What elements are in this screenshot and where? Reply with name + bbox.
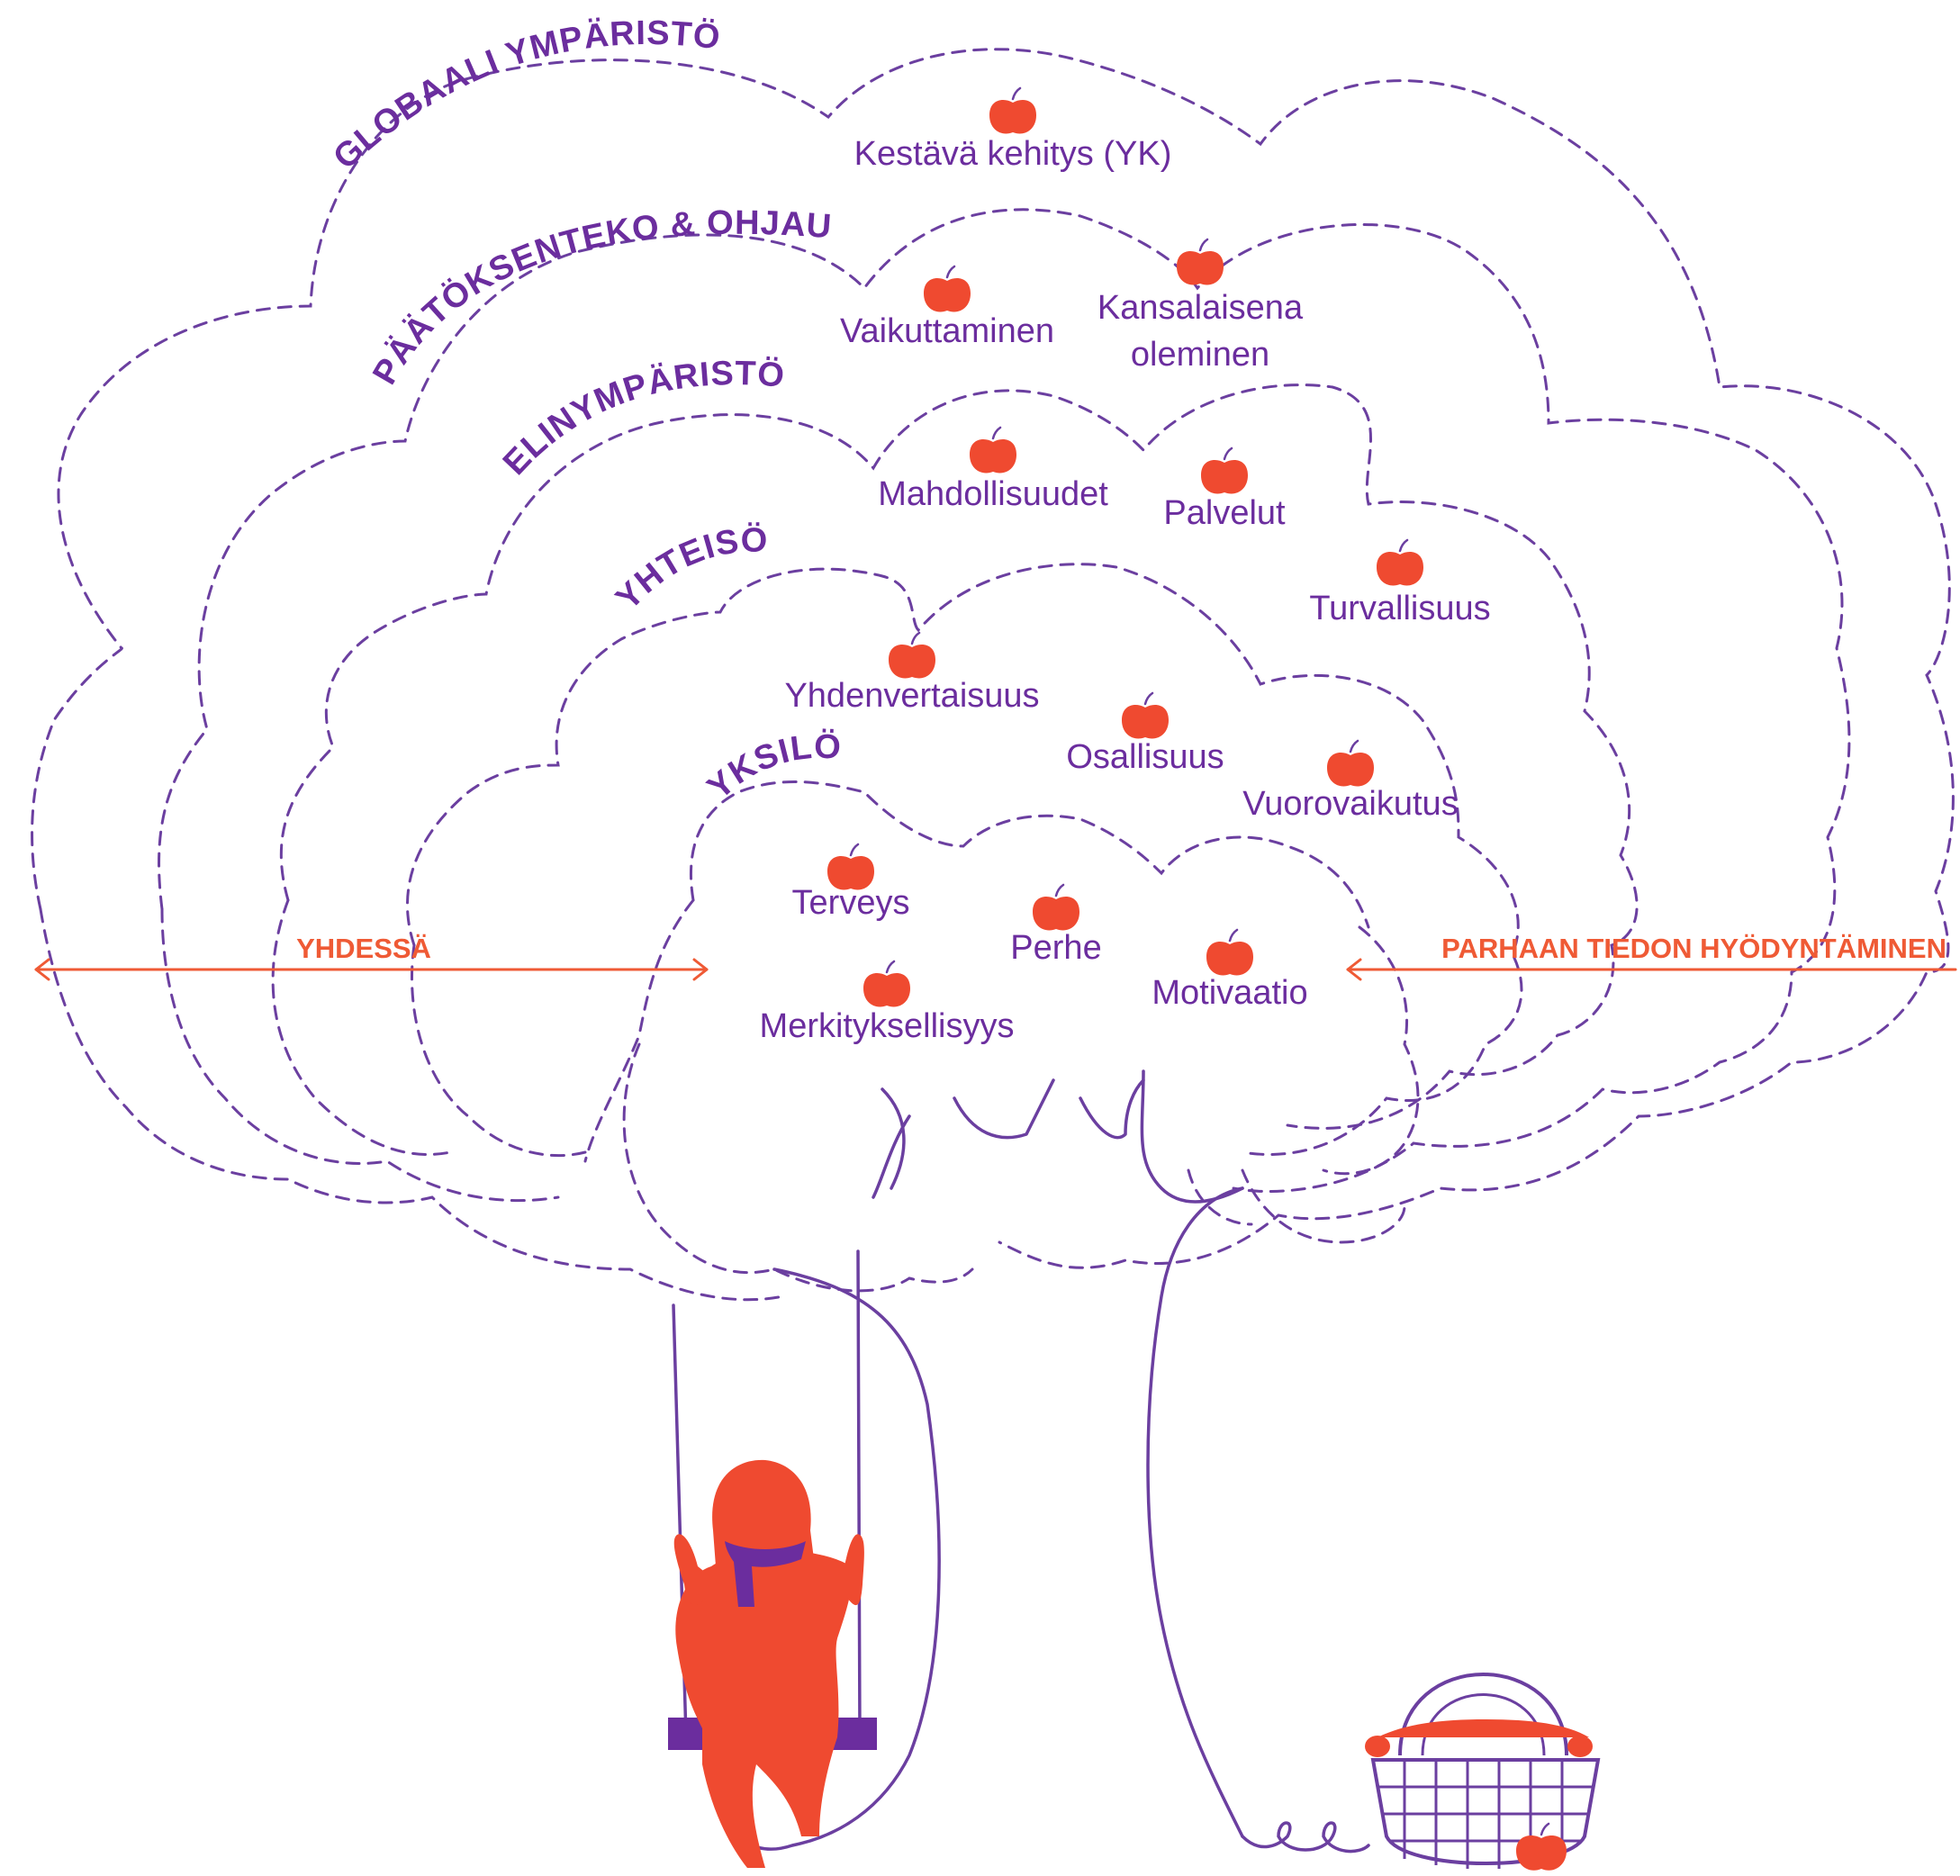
- apple-icon: [1033, 883, 1079, 931]
- layer-title-individual: YKSILÖ: [700, 727, 843, 807]
- crown-inner-right-edge: [1322, 925, 1420, 1176]
- tree-trunk: [1146, 1186, 1244, 1838]
- apple-icon: [924, 265, 971, 312]
- swing-rope-loop: [736, 1267, 941, 1851]
- apple-icon: [1177, 238, 1224, 285]
- crown-inner-bottom: [622, 1042, 974, 1293]
- crown-layer-decision: [158, 208, 1851, 1193]
- crown-inner-bottom-right: [1187, 1168, 1406, 1244]
- layer-title-living: ELINYMPÄRISTÖ: [496, 355, 787, 483]
- value-opportunities: Mahdollisuudet: [878, 475, 1108, 513]
- apple-icon: [1201, 446, 1248, 494]
- value-interaction: Vuorovaikutus: [1242, 785, 1458, 823]
- apple-icon: [889, 631, 935, 679]
- apple-icon: [1516, 1822, 1567, 1871]
- swing-rope-right: [856, 1249, 862, 1739]
- value-motivation: Motivaatio: [1152, 974, 1307, 1012]
- apple-icon: [1206, 928, 1253, 976]
- value-services: Palvelut: [1163, 494, 1286, 532]
- value-family: Perhe: [1010, 929, 1101, 967]
- apple-basket-icon: [1365, 1673, 1601, 1869]
- layer-title-community: YHTEISÖ: [609, 521, 768, 618]
- value-influencing: Vaikuttaminen: [840, 312, 1054, 350]
- value-health: Terveys: [792, 884, 910, 922]
- crown-layer-living-left: [271, 898, 452, 1156]
- value-citizen-line2: oleminen: [1131, 336, 1269, 374]
- layer-title-global: GLOBAALI YMPÄRISTÖ: [327, 14, 723, 177]
- apple-icon: [970, 426, 1016, 474]
- value-inclusion: Osallisuus: [1066, 738, 1224, 776]
- basket-rope: [1241, 1821, 1370, 1853]
- arrow-label-best-knowledge: PARHAAN TIEDON HYÖDYNTÄMINEN: [1441, 933, 1946, 964]
- crown-layer-community-left: [411, 943, 587, 1158]
- value-meaningfulness: Merkityksellisyys: [760, 1007, 1015, 1045]
- value-citizen-line1: Kansalaisena: [1097, 289, 1304, 327]
- arrow-label-together: YHDESSÄ: [296, 933, 431, 964]
- crown-layer-individual: [689, 780, 1370, 929]
- apple-icon: [1327, 739, 1374, 787]
- crown-layer-global-left: [39, 907, 785, 1302]
- apple-icon: [1377, 538, 1423, 586]
- crown-layer-global: [31, 48, 1955, 1269]
- value-equality: Yhdenvertaisuus: [784, 677, 1039, 715]
- value-sustainable-development: Kestävä kehitys (YK): [854, 135, 1172, 173]
- apple-icon: [827, 843, 874, 890]
- apple-icon: [1122, 691, 1169, 739]
- crown-layer-living: [279, 383, 1639, 1130]
- crown-layer-community: [406, 563, 1523, 1156]
- person-on-swing-icon: [668, 1459, 877, 1868]
- arrow-best-knowledge: PARHAAN TIEDON HYÖDYNTÄMINEN: [1346, 933, 1957, 981]
- arrow-together: YHDESSÄ: [34, 933, 709, 981]
- crown-layer-individual-left: [583, 898, 695, 1163]
- trunk-branches: [872, 1069, 1244, 1204]
- value-safety: Turvallisuus: [1309, 590, 1490, 627]
- layer-title-decision: PÄÄTÖKSENTEKO & OHJAUS: [0, 0, 834, 391]
- crown-layer-decision-left: [160, 907, 560, 1203]
- apple-icon: [989, 86, 1036, 134]
- apple-icon: [863, 960, 910, 1007]
